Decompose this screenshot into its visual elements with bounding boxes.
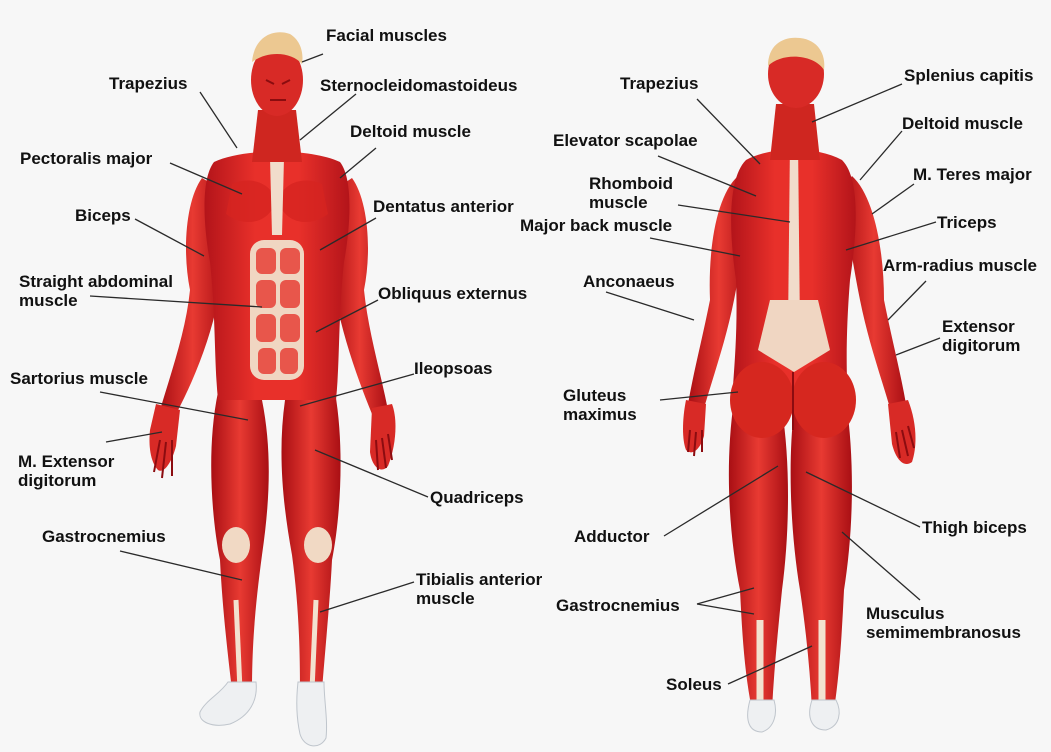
label-extensor-line1: Extensor	[942, 317, 1020, 336]
label-pectoralis-major: Pectoralis major	[20, 149, 152, 168]
label-ileopsoas: Ileopsoas	[414, 359, 492, 378]
label-straight-abdominal-line1: Straight abdominal	[19, 272, 173, 291]
label-adductor: Adductor	[574, 527, 650, 546]
front-right-foot	[297, 682, 327, 746]
label-sartorius: Sartorius muscle	[10, 369, 148, 388]
label-m-extensor-digitorum: M. Extensor digitorum	[18, 452, 114, 490]
label-soleus: Soleus	[666, 675, 722, 694]
label-arm-radius: Arm-radius muscle	[883, 256, 1037, 275]
label-m-extensor-line2: digitorum	[18, 471, 114, 490]
label-anconaeus: Anconaeus	[583, 272, 675, 291]
label-extensor-digitorum: Extensor digitorum	[942, 317, 1020, 355]
label-m-extensor-line1: M. Extensor	[18, 452, 114, 471]
label-splenius-capitis: Splenius capitis	[904, 66, 1033, 85]
label-sternocleidomastoideus: Sternocleidomastoideus	[320, 76, 517, 95]
label-gluteus-line2: maximus	[563, 405, 637, 424]
label-teres-major: M. Teres major	[913, 165, 1032, 184]
back-right-foot	[810, 700, 840, 730]
label-extensor-line2: digitorum	[942, 336, 1020, 355]
front-right-knee	[304, 527, 332, 563]
label-straight-abdominal: Straight abdominal muscle	[19, 272, 173, 310]
label-major-back: Major back muscle	[520, 216, 672, 235]
label-rhomboid-line1: Rhomboid	[589, 174, 673, 193]
label-obliquus-externus: Obliquus externus	[378, 284, 527, 303]
label-thigh-biceps: Thigh biceps	[922, 518, 1027, 537]
label-tibialis-line2: muscle	[416, 589, 542, 608]
label-back-deltoid: Deltoid muscle	[902, 114, 1023, 133]
label-straight-abdominal-line2: muscle	[19, 291, 173, 310]
label-facial-muscles: Facial muscles	[326, 26, 447, 45]
label-rhomboid-line2: muscle	[589, 193, 673, 212]
back-left-gluteus	[730, 362, 794, 438]
label-semimembranosus: Musculus semimembranosus	[866, 604, 1021, 642]
label-triceps: Triceps	[937, 213, 997, 232]
label-semimembranosus-line1: Musculus	[866, 604, 1021, 623]
label-front-trapezius: Trapezius	[109, 74, 187, 93]
label-tibialis-anterior: Tibialis anterior muscle	[416, 570, 542, 608]
label-semimembranosus-line2: semimembranosus	[866, 623, 1021, 642]
back-left-foot	[748, 700, 776, 732]
label-dentatus-anterior: Dentatus anterior	[373, 197, 514, 216]
label-biceps: Biceps	[75, 206, 131, 225]
label-quadriceps: Quadriceps	[430, 488, 524, 507]
label-elevator-scapolae: Elevator scapolae	[553, 131, 698, 150]
label-front-deltoid: Deltoid muscle	[350, 122, 471, 141]
front-left-knee	[222, 527, 250, 563]
label-back-trapezius: Trapezius	[620, 74, 698, 93]
label-back-gastrocnemius: Gastrocnemius	[556, 596, 680, 615]
label-front-gastrocnemius: Gastrocnemius	[42, 527, 166, 546]
front-neck	[252, 110, 302, 162]
label-rhomboid: Rhomboid muscle	[589, 174, 673, 212]
back-right-gluteus	[792, 362, 856, 438]
back-neck	[770, 104, 820, 160]
label-gluteus-maximus: Gluteus maximus	[563, 386, 637, 424]
label-tibialis-line1: Tibialis anterior	[416, 570, 542, 589]
label-gluteus-line1: Gluteus	[563, 386, 637, 405]
front-left-foot	[200, 682, 256, 725]
